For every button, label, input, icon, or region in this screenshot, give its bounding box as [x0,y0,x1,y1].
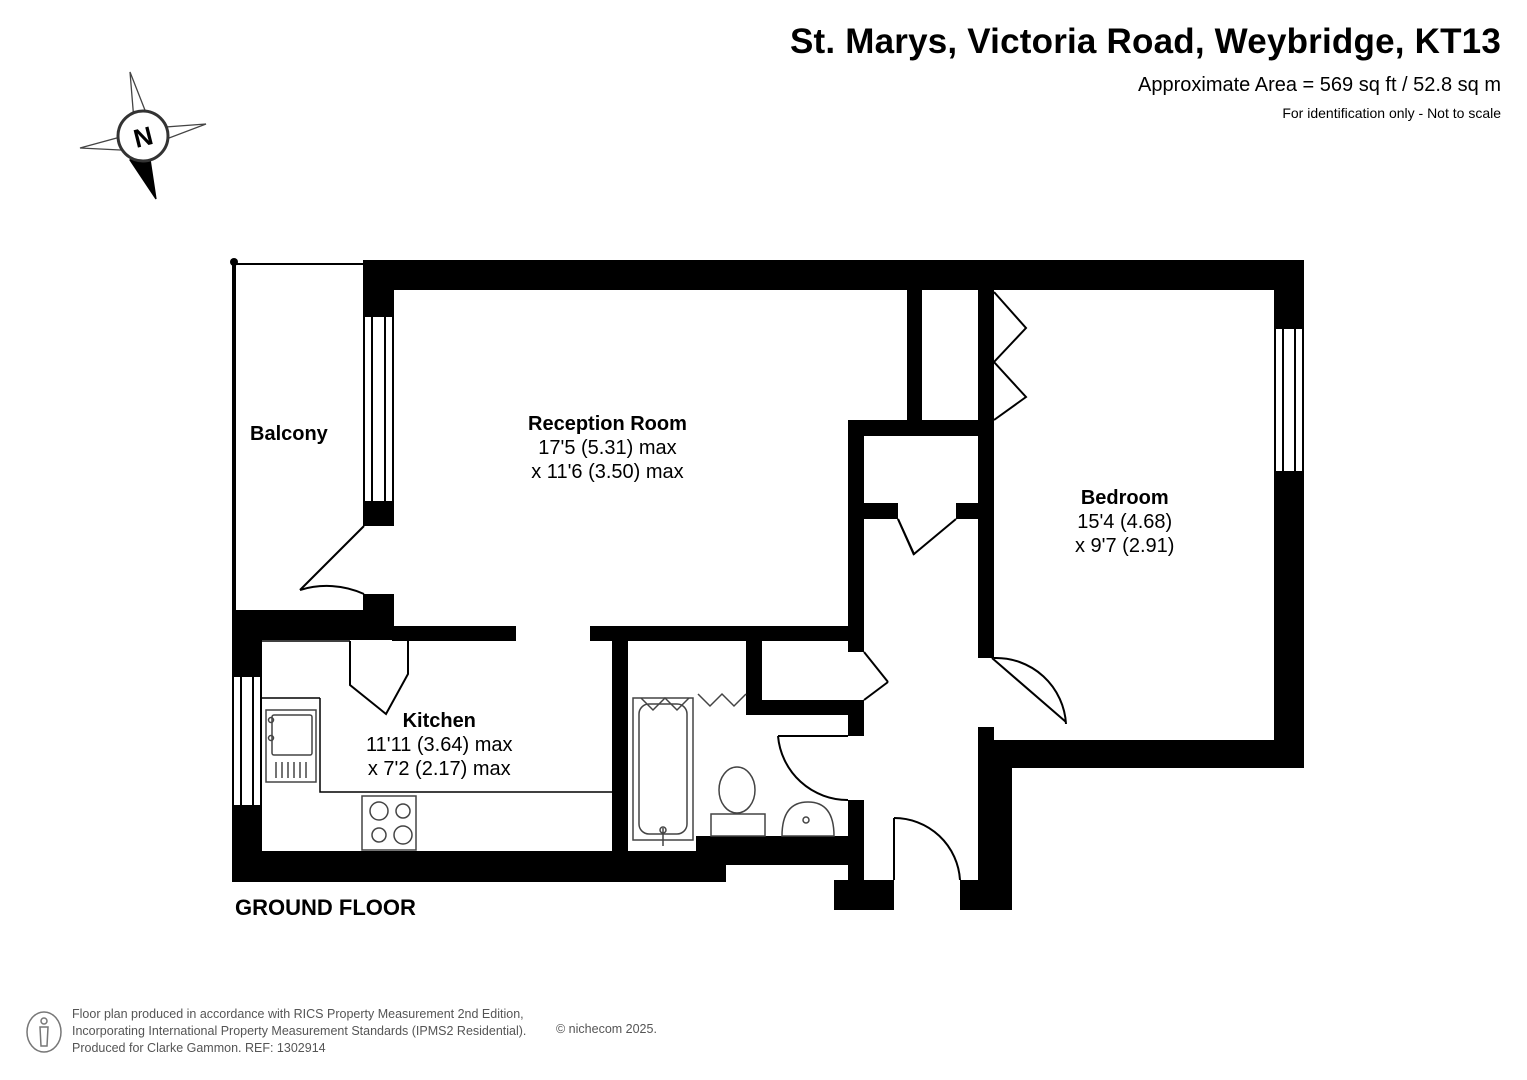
reception-room-dim-2: x 11'6 (3.50) max [531,461,684,483]
bedroom-dim-1: 15'4 (4.68) [1077,511,1173,533]
hob-icon [361,795,417,851]
footer-line-2: Incorporating International Property Mea… [72,1024,527,1038]
footer-line-1: Floor plan produced in accordance with R… [72,1007,524,1021]
balcony-name: Balcony [250,423,328,445]
scale-disclaimer: For identification only - Not to scale [1282,105,1501,121]
floor-label: GROUND FLOOR [235,895,416,920]
reception-room-name: Reception Room [528,413,687,435]
bedroom-label: Bedroom 15'4 (4.68) x 9'7 (2.91) [1075,486,1174,558]
kitchen-counters [262,640,612,793]
compass-icon: N [79,71,207,200]
reception-room-dim-1: 17'5 (5.31) max [538,437,677,459]
basin-icon [781,801,835,837]
balcony-outline [230,258,364,612]
kitchen-dim-1: 11'11 (3.64) max [366,734,513,756]
windows [232,315,1304,807]
sink-icon [265,709,317,783]
kitchen-dim-2: x 7'2 (2.17) max [367,758,511,780]
copyright: © nichecom 2025. [556,1022,657,1036]
footer-notes: Floor plan produced in accordance with R… [72,1006,526,1057]
kitchen-name: Kitchen [402,710,476,732]
kitchen-label: Kitchen 11'11 (3.64) max x 7'2 (2.17) ma… [366,709,512,781]
person-icon [26,1011,62,1053]
approximate-area: Approximate Area = 569 sq ft / 52.8 sq m [1138,74,1501,96]
balcony-label: Balcony [250,422,328,446]
reception-room-label: Reception Room 17'5 (5.31) max x 11'6 (3… [528,412,687,484]
footer-line-3: Produced for Clarke Gammon. REF: 1302914 [72,1041,326,1055]
toilet-icon [710,766,766,837]
walls [232,260,1304,910]
property-title: St. Marys, Victoria Road, Weybridge, KT1… [789,22,1501,61]
bath-icon [632,692,747,846]
door-swings [299,291,1067,881]
bedroom-name: Bedroom [1080,487,1169,509]
bedroom-dim-2: x 9'7 (2.91) [1075,535,1175,557]
